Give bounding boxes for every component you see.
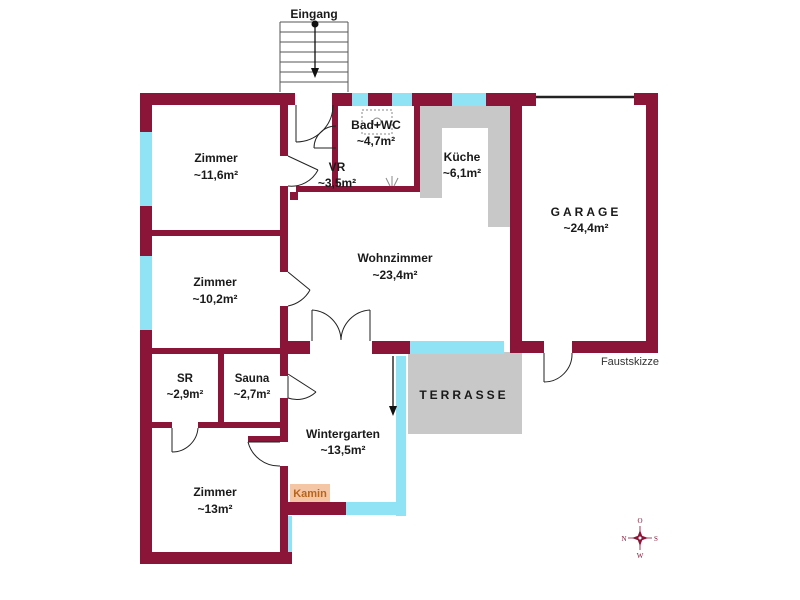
label-bad-name: Bad+WC	[351, 118, 401, 132]
label-sr-name: SR	[177, 373, 194, 385]
label-zimmer1-area: ~11,6m²	[194, 168, 238, 182]
label-garage-area: ~24,4m²	[563, 221, 608, 235]
entrance-arrow	[311, 20, 319, 78]
label-garage-name: GARAGE	[551, 205, 622, 219]
compass-right: S	[654, 535, 658, 543]
label-bad-area: ~4,7m²	[357, 134, 395, 148]
doors	[171, 104, 573, 467]
label-eingang: Eingang	[290, 7, 337, 21]
label-terrasse: TERRASSE	[419, 388, 508, 402]
kitchen-counter	[420, 105, 510, 227]
shower-icon	[361, 109, 399, 187]
label-winter-name: Wintergarten	[306, 427, 380, 441]
label-wohn-area: ~23,4m²	[372, 268, 417, 282]
compass-top: O	[637, 517, 642, 525]
label-sauna-name: Sauna	[235, 373, 270, 385]
entrance-stairs	[279, 21, 349, 92]
label-winter-area: ~13,5m²	[320, 443, 365, 457]
label-zimmer1-name: Zimmer	[194, 151, 238, 165]
label-sauna-area: ~2,7m²	[234, 389, 271, 401]
label-vr-area: ~3,5m²	[318, 176, 356, 190]
label-sr-area: ~2,9m²	[167, 389, 204, 401]
label-faustskizze: Faustskizze	[601, 356, 659, 368]
wintergarten-arrow	[389, 356, 397, 416]
windows	[140, 93, 504, 562]
label-zimmer3-area: ~13m²	[197, 502, 232, 516]
label-kueche-area: ~6,1m²	[443, 166, 481, 180]
label-vr-name: VR	[329, 160, 346, 174]
compass-bottom: W	[637, 552, 644, 560]
label-wohn-name: Wohnzimmer	[357, 251, 432, 265]
compass-left: N	[621, 535, 626, 543]
label-zimmer2-name: Zimmer	[193, 275, 237, 289]
label-zimmer2-area: ~10,2m²	[192, 292, 237, 306]
walls	[140, 93, 658, 564]
label-kueche-name: Küche	[444, 150, 481, 164]
terrasse-area	[408, 352, 522, 434]
kamin-block	[290, 484, 330, 502]
label-zimmer3-name: Zimmer	[193, 485, 237, 499]
compass-rose-icon	[628, 526, 652, 550]
label-kamin: Kamin	[293, 488, 327, 500]
